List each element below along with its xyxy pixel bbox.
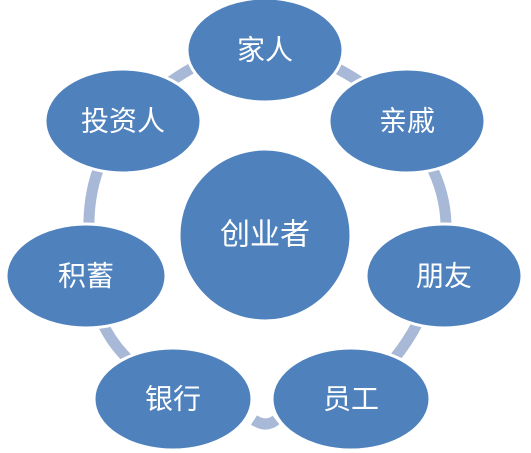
node-center-entrepreneur: 创业者 [177, 147, 353, 323]
ring-arc-friends-employees [388, 319, 423, 364]
node-employees-label: 员工 [323, 383, 379, 416]
node-investors: 投资人 [43, 67, 203, 175]
node-friends-label: 朋友 [416, 260, 472, 293]
node-relatives: 亲戚 [327, 67, 487, 175]
node-bank: 银行 [92, 346, 254, 452]
ring-arc-employees-bank [250, 415, 280, 430]
node-bank-label: 银行 [145, 383, 201, 416]
node-savings: 积蓄 [4, 222, 168, 330]
node-employees: 员工 [270, 346, 432, 452]
node-friends: 朋友 [364, 222, 524, 330]
node-family-label: 家人 [237, 34, 293, 67]
node-savings-label: 积蓄 [58, 260, 114, 293]
node-family: 家人 [185, 0, 345, 104]
center-label: 创业者 [220, 218, 310, 253]
node-investors-label: 投资人 [81, 105, 165, 138]
node-relatives-label: 亲戚 [379, 105, 435, 138]
